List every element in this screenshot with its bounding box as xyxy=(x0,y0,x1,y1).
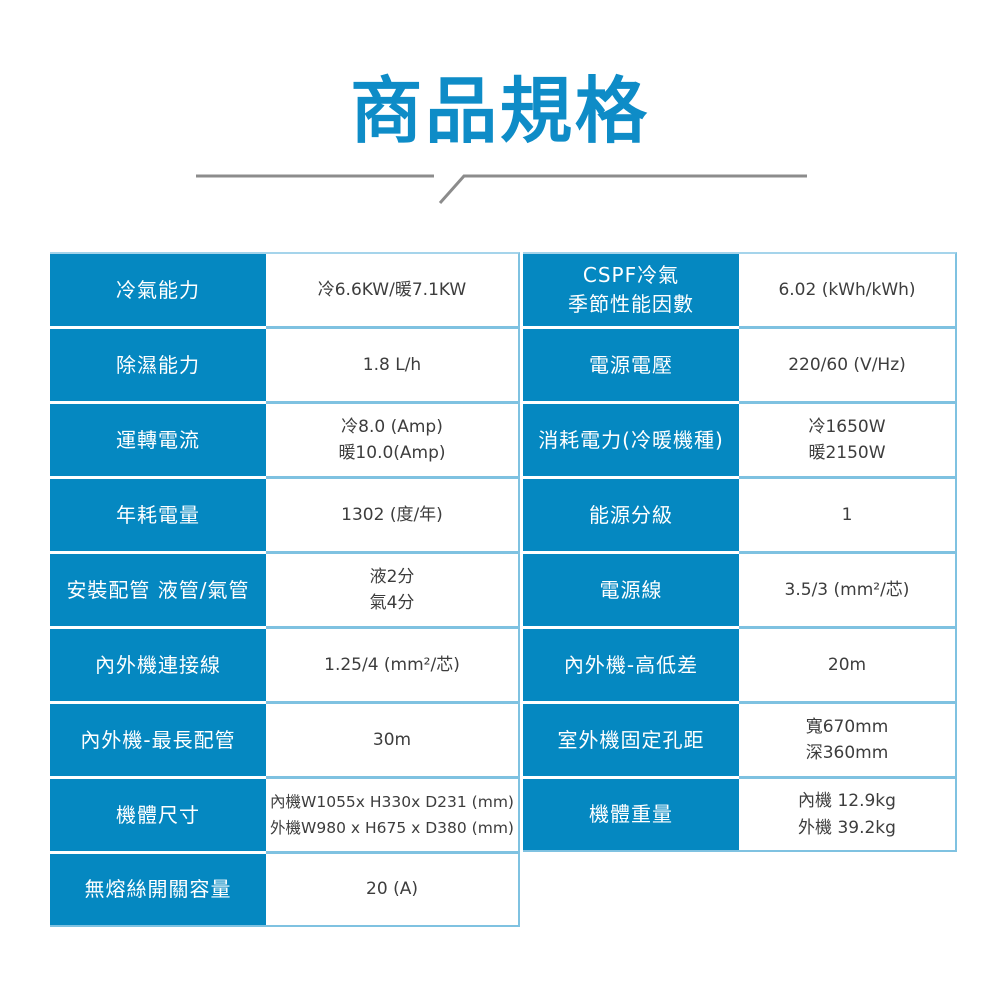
table-row: 無熔絲開關容量 20 (A) xyxy=(50,854,518,925)
spec-label: 無熔絲開關容量 xyxy=(84,877,232,901)
table-row: 內外機連接線 1.25/4 (mm²/芯) xyxy=(50,629,518,704)
spec-label-cell: 機體尺寸 xyxy=(50,779,266,854)
spec-value-line: 1.25/4 (mm²/芯) xyxy=(324,654,460,675)
spec-label-cell: 能源分級 xyxy=(523,479,739,554)
spec-label: 安裝配管 液管/氣管 xyxy=(66,577,250,602)
table-row: 室外機固定孔距 寬670mm 深360mm xyxy=(523,704,955,779)
spec-label: 消耗電力(冷暖機種) xyxy=(538,427,724,452)
table-row: 能源分級 1 xyxy=(523,479,955,554)
table-row: 運轉電流 冷8.0 (Amp) 暖10.0(Amp) xyxy=(50,404,518,479)
spec-label-cell: CSPF冷氣 季節性能因數 xyxy=(523,254,739,329)
spec-value-cell: 內機W1055x H330x D231 (mm) 外機W980 x H675 x… xyxy=(266,779,518,854)
spec-label: 內外機-高低差 xyxy=(563,652,699,677)
spec-label: 電源電壓 xyxy=(589,352,673,377)
table-row: 冷氣能力 冷6.6KW/暖7.1KW xyxy=(50,254,518,329)
spec-label-cell: 無熔絲開關容量 xyxy=(50,854,266,925)
page-title: 商品規格 xyxy=(350,69,650,153)
spec-value-line: 液2分 xyxy=(369,566,415,587)
spec-value-line: 氣4分 xyxy=(369,593,415,613)
spec-value-cell: 30m xyxy=(266,704,518,779)
spec-label-cell: 年耗電量 xyxy=(50,479,266,554)
spec-table-right: CSPF冷氣 季節性能因數 6.02 (kWh/kWh) 電源電壓 220/60… xyxy=(523,252,957,852)
spec-value-line: 暖10.0(Amp) xyxy=(338,443,446,463)
spec-value-cell: 1.8 L/h xyxy=(266,329,518,404)
spec-label: 除濕能力 xyxy=(116,352,200,377)
spec-label: CSPF冷氣 xyxy=(582,263,680,287)
spec-value-line: 外機 39.2kg xyxy=(798,817,896,838)
spec-label-cell: 冷氣能力 xyxy=(50,254,266,329)
spec-value-line: 220/60 (V/Hz) xyxy=(788,354,906,375)
spec-label-cell: 機體重量 xyxy=(523,779,739,850)
spec-value-line: 內機W1055x H330x D231 (mm) xyxy=(270,792,514,811)
spec-value-line: 深360mm xyxy=(805,743,889,763)
spec-label-cell: 室外機固定孔距 xyxy=(523,704,739,779)
spec-table-left: 冷氣能力 冷6.6KW/暖7.1KW 除濕能力 1.8 L/h 運轉電流 冷8.… xyxy=(50,252,520,927)
spec-value-line: 1 xyxy=(841,504,853,525)
spec-value-cell: 3.5/3 (mm²/芯) xyxy=(739,554,955,629)
table-row: 機體重量 內機 12.9kg 外機 39.2kg xyxy=(523,779,955,850)
spec-value-line: 6.02 (kWh/kWh) xyxy=(778,279,916,300)
spec-label: 電源線 xyxy=(599,577,663,602)
spec-label-cell: 內外機連接線 xyxy=(50,629,266,704)
spec-value-line: 1302 (度/年) xyxy=(341,504,443,525)
table-row: 年耗電量 1302 (度/年) xyxy=(50,479,518,554)
spec-value-line: 暖2150W xyxy=(808,443,886,463)
spec-value-cell: 220/60 (V/Hz) xyxy=(739,329,955,404)
spec-label-cell: 除濕能力 xyxy=(50,329,266,404)
spec-label: 室外機固定孔距 xyxy=(557,727,705,752)
spec-label-cell: 運轉電流 xyxy=(50,404,266,479)
spec-value-cell: 1302 (度/年) xyxy=(266,479,518,554)
spec-label: 運轉電流 xyxy=(116,427,200,452)
spec-value-cell: 冷6.6KW/暖7.1KW xyxy=(266,254,518,329)
spec-value-line: 1.8 L/h xyxy=(362,354,422,375)
spec-label: 年耗電量 xyxy=(116,502,200,527)
table-row: CSPF冷氣 季節性能因數 6.02 (kWh/kWh) xyxy=(523,254,955,329)
spec-label-cell: 消耗電力(冷暖機種) xyxy=(523,404,739,479)
table-row: 電源線 3.5/3 (mm²/芯) xyxy=(523,554,955,629)
spec-value-line: 30m xyxy=(372,729,412,750)
spec-value-cell: 冷8.0 (Amp) 暖10.0(Amp) xyxy=(266,404,518,479)
spec-value-cell: 20m xyxy=(739,629,955,704)
spec-label: 內外機連接線 xyxy=(95,652,221,677)
table-row: 電源電壓 220/60 (V/Hz) xyxy=(523,329,955,404)
table-row: 除濕能力 1.8 L/h xyxy=(50,329,518,404)
spec-label: 內外機-最長配管 xyxy=(80,727,236,752)
spec-value-line: 20m xyxy=(827,654,867,675)
table-row: 內外機-最長配管 30m xyxy=(50,704,518,779)
spec-value-line: 3.5/3 (mm²/芯) xyxy=(784,579,910,600)
spec-value-cell: 1.25/4 (mm²/芯) xyxy=(266,629,518,704)
spec-value-cell: 液2分 氣4分 xyxy=(266,554,518,629)
spec-value-line: 寬670mm xyxy=(805,716,889,737)
table-row: 內外機-高低差 20m xyxy=(523,629,955,704)
spec-label: 冷氣能力 xyxy=(116,277,200,302)
spec-value-cell: 6.02 (kWh/kWh) xyxy=(739,254,955,329)
table-row: 安裝配管 液管/氣管 液2分 氣4分 xyxy=(50,554,518,629)
spec-label-cell: 內外機-最長配管 xyxy=(50,704,266,779)
spec-value-cell: 寬670mm 深360mm xyxy=(739,704,955,779)
spec-value-cell: 1 xyxy=(739,479,955,554)
table-row: 消耗電力(冷暖機種) 冷1650W 暖2150W xyxy=(523,404,955,479)
spec-value-cell: 內機 12.9kg 外機 39.2kg xyxy=(739,779,955,850)
spec-label: 機體尺寸 xyxy=(116,802,200,827)
spec-value-line: 外機W980 x H675 x D380 (mm) xyxy=(270,819,514,837)
spec-label-cell: 電源線 xyxy=(523,554,739,629)
table-row: 機體尺寸 內機W1055x H330x D231 (mm) 外機W980 x H… xyxy=(50,779,518,854)
spec-label-cell: 安裝配管 液管/氣管 xyxy=(50,554,266,629)
spec-value-line: 冷6.6KW/暖7.1KW xyxy=(317,279,467,300)
spec-label: 能源分級 xyxy=(589,502,673,527)
spec-label: 機體重量 xyxy=(589,802,673,826)
spec-label-cell: 電源電壓 xyxy=(523,329,739,404)
spec-value-line: 冷8.0 (Amp) xyxy=(341,416,443,437)
spec-value-line: 冷1650W xyxy=(808,416,886,437)
spec-value-cell: 20 (A) xyxy=(266,854,518,925)
spec-value-line: 20 (A) xyxy=(366,879,418,900)
spec-value-line: 內機 12.9kg xyxy=(798,791,896,812)
spec-label: 季節性能因數 xyxy=(568,292,694,316)
title-divider xyxy=(196,174,807,204)
spec-value-cell: 冷1650W 暖2150W xyxy=(739,404,955,479)
spec-label-cell: 內外機-高低差 xyxy=(523,629,739,704)
